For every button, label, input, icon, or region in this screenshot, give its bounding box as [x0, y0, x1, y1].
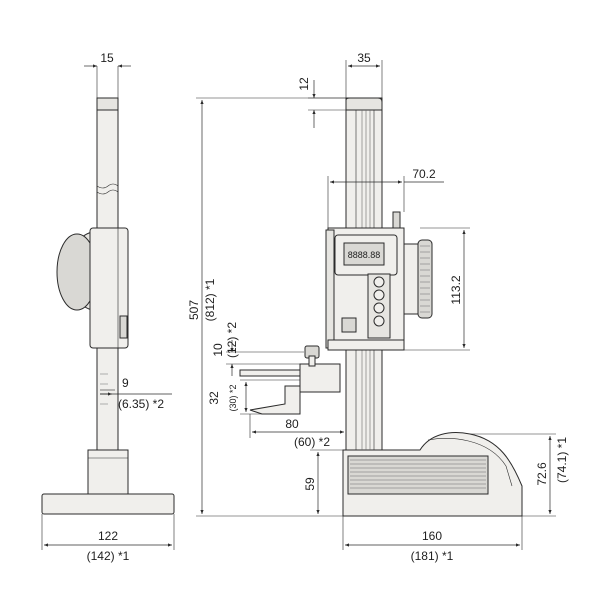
side-column-break	[96, 183, 119, 195]
dim-head-height: 12	[297, 77, 311, 91]
dim-column-width: 35	[357, 51, 371, 65]
dim-scriber-reach: 80	[285, 417, 299, 431]
dim-base-width-side-alt: (142) *1	[87, 549, 130, 563]
scriber-blade	[249, 385, 301, 415]
side-base-plate	[41, 493, 175, 515]
front-column-cap	[345, 97, 383, 111]
dim-scriber-thickness: 10	[211, 343, 225, 357]
front-slider-rail	[325, 229, 335, 349]
dim-base-width-side: 122	[98, 529, 118, 543]
dim-side-top-width: 15	[100, 51, 114, 65]
dim-scriber-thickness-alt: (12) *2	[225, 322, 239, 358]
dim-base-width-front: 160	[422, 529, 442, 543]
dim-overall-height-alt: (812) *1	[203, 278, 217, 321]
feed-knob-housing	[403, 243, 419, 315]
side-column-cap	[96, 97, 119, 111]
dim-base-height-front-alt: (74.1) *1	[555, 437, 569, 483]
side-view: 15 9 (6.35) *2 122 (142) *1	[41, 51, 175, 563]
front-base-grip	[347, 455, 489, 495]
dim-slider-width-alt: (6.35) *2	[118, 397, 164, 411]
lock-knob	[392, 211, 401, 229]
function-button-2	[373, 289, 385, 301]
dim-overall-height: 507	[187, 300, 201, 320]
slider-clamp	[341, 317, 357, 333]
dim-base-height-front: 72.6	[535, 462, 549, 486]
dim-scriber-height-alt: (30) *2	[228, 384, 238, 411]
dim-display-height: 113.2	[449, 275, 463, 304]
display-digits: 8888.88	[348, 250, 381, 260]
front-view: 8888.88 35 12 507 (812) *	[187, 51, 569, 563]
function-button-3	[373, 302, 385, 314]
scriber-holder	[299, 363, 341, 393]
function-button-1	[373, 276, 385, 288]
digital-display	[343, 242, 385, 266]
scriber-clamp-post	[308, 355, 316, 367]
side-base-pedestal	[87, 449, 129, 496]
function-button-4	[373, 315, 385, 327]
dim-slider-span: 70.2	[412, 167, 436, 181]
side-slider-body	[89, 227, 129, 349]
feed-knob	[417, 239, 433, 319]
dim-slider-width: 9	[122, 376, 129, 390]
dim-base-width-front-alt: (181) *1	[411, 549, 454, 563]
dim-scriber-height: 32	[207, 391, 221, 405]
dim-scriber-reach-alt: (60) *2	[294, 435, 330, 449]
scriber-arm	[239, 369, 301, 377]
dim-base-top-height: 59	[303, 477, 317, 491]
slider-bottom	[327, 339, 405, 351]
side-slider-knob	[119, 315, 128, 339]
